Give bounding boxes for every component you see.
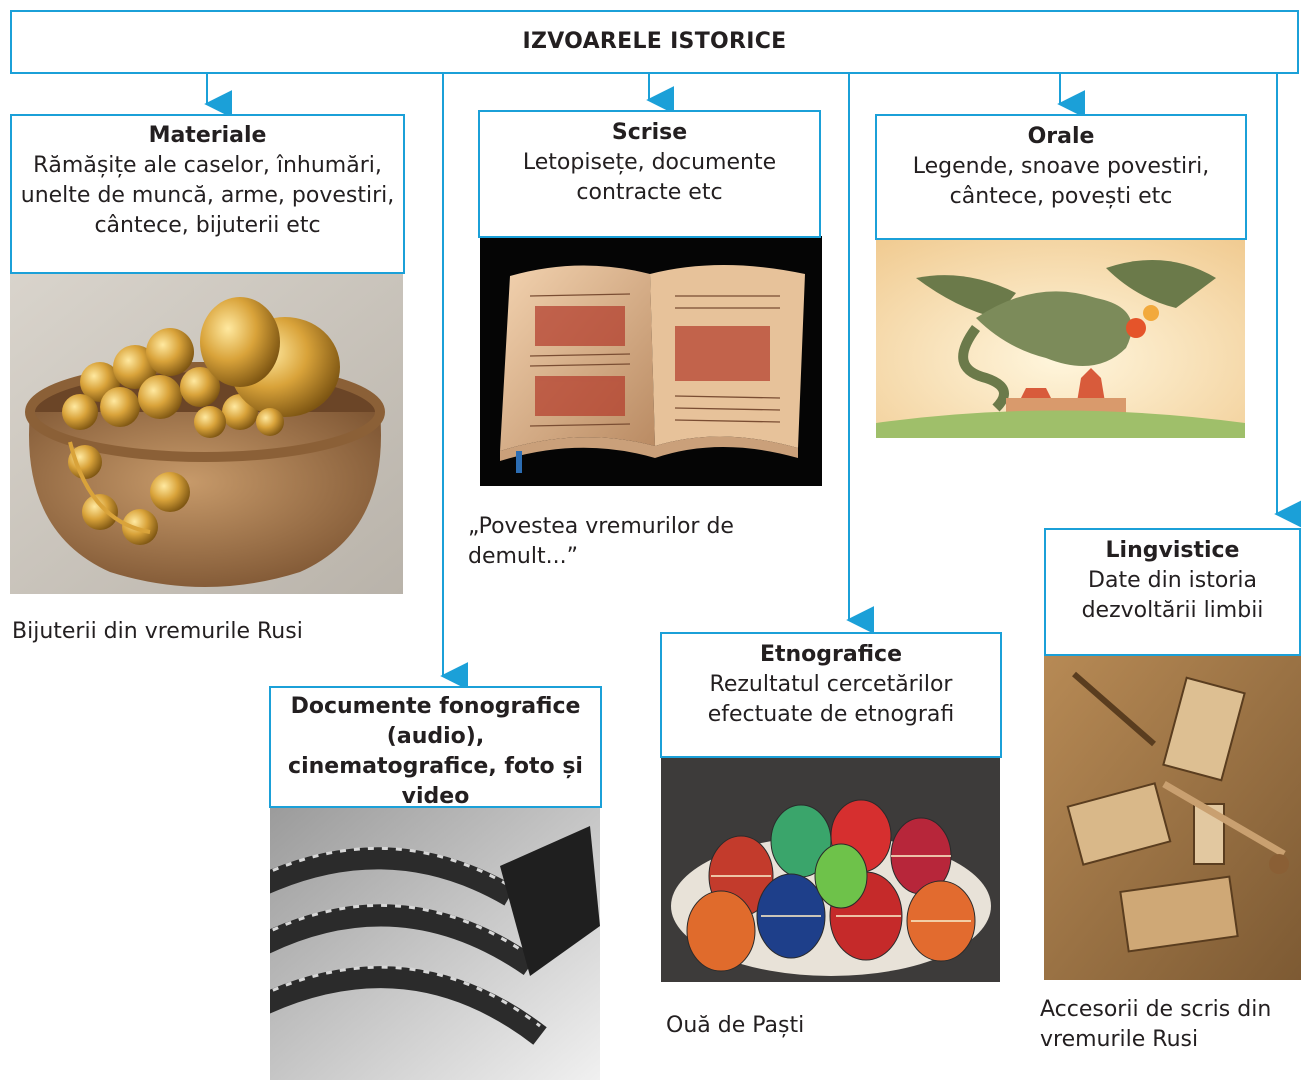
etnografice-caption: Ouă de Paști [666,1011,966,1041]
lingvistice-caption: Accesorii de scris din vremurile Rusi [1040,995,1290,1055]
root-title: IZVOARELE ISTORICE [522,27,786,57]
dragon-illustration [876,238,1245,438]
pot-of-jewelry-photo [10,272,403,594]
etnografice-box: Etnografice Rezultatul cercetărilor efec… [660,632,1002,758]
orale-title: Orale [877,122,1245,152]
materiale-title: Materiale [12,121,403,151]
orale-desc: Legende, snoave povestiri, cântece, pove… [877,152,1245,212]
lingvistice-desc: Date din istoria dezvoltării limbii [1046,566,1299,626]
scrise-desc: Letopisețe, documente contracte etc [480,148,819,208]
film-reel-photo [270,806,600,1080]
root-box: IZVOARELE ISTORICE [10,10,1299,74]
materiale-box: Materiale Rămășițe ale caselor, înhumări… [10,114,405,274]
etnografice-title: Etnografice [662,640,1000,670]
lingvistice-title: Lingvistice [1046,536,1299,566]
etnografice-desc: Rezultatul cercetărilor efectuate de etn… [662,670,1000,730]
scrise-caption: „Povestea vremurilor de demult...” [468,512,788,572]
lingvistice-box: Lingvistice Date din istoria dezvoltării… [1044,528,1301,656]
scrise-title: Scrise [480,118,819,148]
fonografice-box: Documente fonografice (audio), cinematog… [269,686,602,808]
open-manuscript-photo [480,236,822,486]
writing-tools-photo [1044,654,1301,980]
materiale-caption: Bijuterii din vremurile Rusi [12,617,412,647]
easter-eggs-photo [661,756,1000,982]
materiale-desc: Rămășițe ale caselor, înhumări, unelte d… [12,151,403,241]
orale-box: Orale Legende, snoave povestiri, cântece… [875,114,1247,240]
fonografice-title: Documente fonografice (audio), cinematog… [271,692,600,812]
scrise-box: Scrise Letopisețe, documente contracte e… [478,110,821,238]
